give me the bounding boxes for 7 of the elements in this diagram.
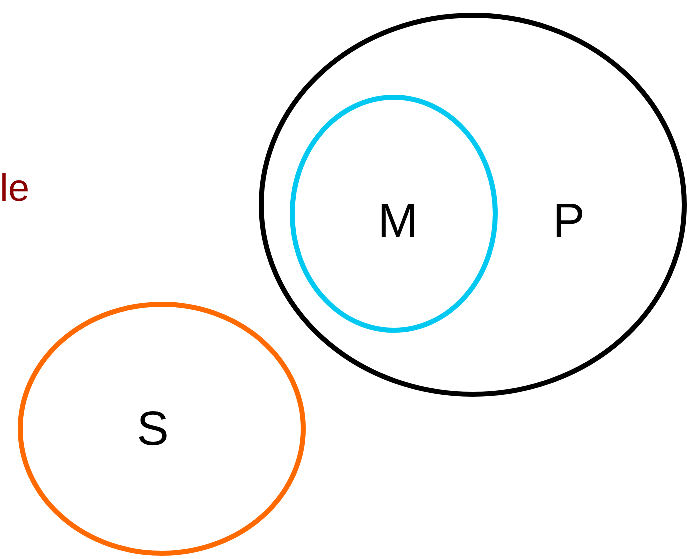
ellipse-set xyxy=(259,13,687,397)
set-label: M xyxy=(378,198,418,246)
ellipse-set xyxy=(290,95,498,333)
ellipse-set xyxy=(18,302,306,556)
partial-label: le xyxy=(0,170,30,208)
set-label: P xyxy=(553,198,585,246)
set-label: S xyxy=(137,406,169,454)
